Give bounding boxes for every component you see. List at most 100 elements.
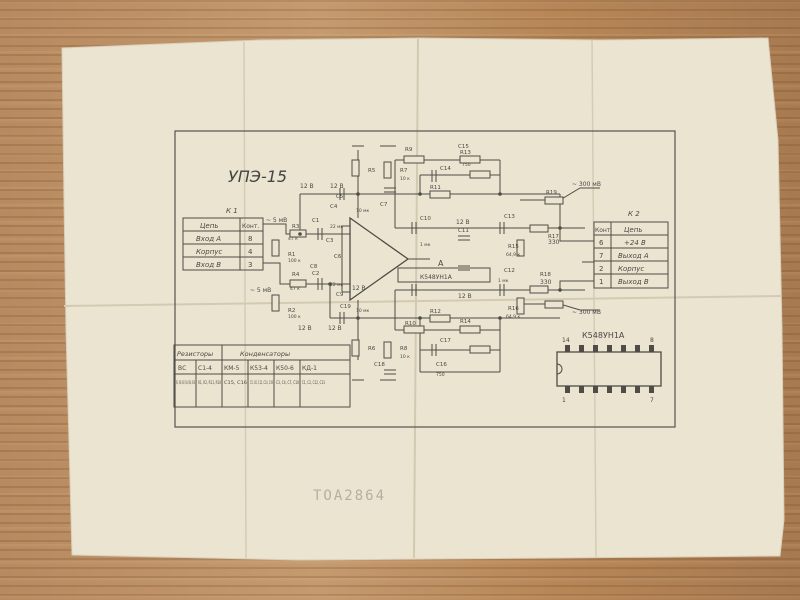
signal-level-label: ~ 300 мВ bbox=[572, 309, 601, 316]
sheet-code-stamp: TOA2864 bbox=[313, 488, 387, 504]
component-label: R12 bbox=[430, 309, 441, 315]
paper bbox=[61, 37, 785, 561]
component-label: С13 bbox=[504, 214, 515, 220]
component-label: R17 bbox=[548, 234, 559, 240]
legend-header: Резисторы bbox=[177, 350, 213, 358]
component-label: R18 bbox=[540, 272, 551, 278]
pinout-number: 1 bbox=[562, 397, 566, 404]
voltage-label: 12 В bbox=[352, 285, 366, 292]
component-label: R11 bbox=[430, 185, 441, 191]
legend-type: С1-4 bbox=[198, 365, 212, 372]
value-label: 47 к bbox=[288, 236, 298, 242]
drawing-frame bbox=[174, 130, 676, 428]
voltage-label: 12 В bbox=[330, 183, 344, 190]
component-label: R6 bbox=[368, 346, 376, 352]
connector-k1-row-signal: Корпус bbox=[196, 248, 222, 256]
component-label: R14 bbox=[460, 319, 471, 325]
value-label: 1 мк bbox=[420, 242, 431, 248]
value-label: 22 мк bbox=[330, 224, 344, 230]
component-label: R13 bbox=[460, 150, 471, 156]
connector-k2-header-signal: Цепь bbox=[624, 226, 642, 234]
opamp-block-label: A bbox=[438, 259, 444, 268]
legend-type: К53-4 bbox=[250, 365, 268, 372]
connector-k1-name: К 1 bbox=[226, 207, 238, 215]
value-label: 330 bbox=[548, 239, 560, 246]
component-label: С11 bbox=[458, 228, 469, 234]
legend-value: R1, R2, R11, R10 bbox=[198, 380, 221, 386]
connector-k2-row-signal: Корпус bbox=[618, 265, 644, 273]
component-label: R8 bbox=[400, 346, 408, 352]
value-label: 64,9 к bbox=[506, 314, 520, 320]
signal-level-label: ~ 5 мВ bbox=[250, 287, 271, 294]
component-label: С14 bbox=[440, 166, 451, 172]
component-label: С10 bbox=[420, 216, 431, 222]
value-label: 10 к bbox=[400, 176, 410, 182]
value-label: 47 к bbox=[290, 286, 300, 292]
schematic-title: УПЭ-15 bbox=[228, 167, 287, 186]
connector-k2-row-pin: 7 bbox=[599, 252, 603, 260]
opamp-chip-label: К548УН1А bbox=[420, 274, 453, 281]
junction-dots bbox=[298, 192, 562, 320]
voltage-label: 12 В bbox=[456, 219, 470, 226]
component-label: С9 bbox=[336, 292, 344, 298]
component-label: С17 bbox=[440, 338, 451, 344]
value-label: 10 мк bbox=[356, 308, 370, 314]
connector-k2-row-signal: Выход A bbox=[618, 252, 649, 260]
connector-k2-row-signal: Выход B bbox=[618, 278, 649, 286]
connector-k2-row-pin: 2 bbox=[599, 265, 603, 273]
legend-type: КД-1 bbox=[302, 365, 317, 372]
value-label: 64,9 к bbox=[506, 252, 520, 258]
connector-k1-row-pin: 8 bbox=[248, 235, 252, 243]
fold-line bbox=[63, 295, 783, 307]
legend-value: С15, С16 bbox=[224, 380, 247, 386]
component-label: R5 bbox=[368, 168, 376, 174]
component-label: С12 bbox=[504, 268, 515, 274]
component-label: R1 bbox=[288, 252, 295, 258]
value-label: 10 к bbox=[400, 354, 410, 360]
component-label: С2 bbox=[312, 271, 319, 277]
component-label: R7 bbox=[400, 168, 408, 174]
component-label: С7 bbox=[380, 202, 388, 208]
component-label: С1 bbox=[312, 218, 319, 224]
component-label: С3 bbox=[326, 238, 334, 244]
connector-k1-header-pin: Конт. bbox=[242, 223, 259, 230]
connector-k2-header-pin: Конт. bbox=[595, 227, 612, 234]
value-label: 10 мк bbox=[356, 208, 370, 214]
connector-k2-row-pin: 1 bbox=[599, 278, 603, 286]
pinout-number: 8 bbox=[650, 337, 654, 344]
component-label: С4 bbox=[330, 204, 338, 210]
value-label: 100 к bbox=[288, 258, 301, 264]
legend-table bbox=[173, 344, 351, 408]
value-label: 22 мк bbox=[330, 282, 344, 288]
voltage-label: 12 В bbox=[328, 325, 342, 332]
component-label: R10 bbox=[405, 321, 416, 327]
fold-line bbox=[243, 41, 247, 559]
pinout-number: 14 bbox=[562, 337, 570, 344]
component-label: R16 bbox=[508, 306, 519, 312]
component-label: R4 bbox=[292, 272, 300, 278]
legend-value: R3, R6, R8, R14, R16, R18 bbox=[176, 380, 195, 386]
connector-k1-row-signal: Вход A bbox=[196, 235, 221, 243]
signal-level-label: ~ 5 мВ bbox=[266, 217, 287, 224]
component-label: С19 bbox=[340, 304, 351, 310]
value-label: 330 bbox=[540, 279, 552, 286]
connector-k2-name: К 2 bbox=[628, 210, 640, 218]
value-label: 750 bbox=[436, 372, 445, 378]
component-label: R15 bbox=[508, 244, 519, 250]
connector-k1-header-signal: Цепь bbox=[200, 222, 218, 230]
fold-line bbox=[413, 38, 419, 559]
component-label: R19 bbox=[546, 190, 557, 196]
value-label: 750 bbox=[462, 162, 471, 168]
connector-k2-row-signal: +24 В bbox=[624, 239, 646, 247]
voltage-label: 12 В bbox=[300, 183, 314, 190]
connector-k2-table bbox=[593, 221, 669, 289]
component-label: R3 bbox=[292, 224, 300, 230]
connector-k1-row-pin: 4 bbox=[248, 248, 253, 256]
legend-type: ВС bbox=[178, 365, 186, 372]
signal-level-label: ~ 300 мВ bbox=[572, 181, 601, 188]
legend-type: К50-6 bbox=[276, 365, 294, 372]
connector-k2-row-pin: 6 bbox=[599, 239, 604, 247]
value-label: 100 к bbox=[288, 314, 301, 320]
voltage-label: 12 В bbox=[458, 293, 472, 300]
